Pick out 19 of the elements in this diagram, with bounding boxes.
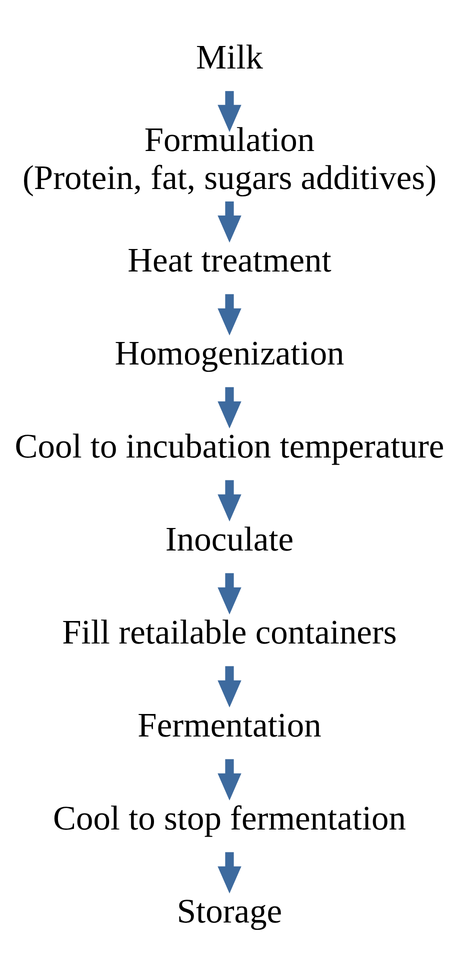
arrow [218,294,242,336]
node-text: Cool to incubation temperature [14,428,444,466]
arrow [218,201,242,243]
node-text: Storage [176,892,282,931]
arrow [218,852,242,894]
arrow [218,480,242,522]
arrow [218,573,242,614]
node-text: Heat treatment [128,242,332,280]
node-text: Formulation (Protein, fat, sugars additives) [22,121,437,198]
node-text: Homogenization [114,334,344,373]
node-text: Fill retailable containers [62,614,397,652]
node-text: Cool to stop fermentation [53,800,406,838]
arrow [218,666,242,708]
arrow [218,387,242,428]
node-text: Milk [196,38,263,76]
node-text: Inoculate [165,520,294,559]
arrow [218,91,242,132]
arrow [218,759,242,800]
node-text: Fermentation [138,706,322,745]
